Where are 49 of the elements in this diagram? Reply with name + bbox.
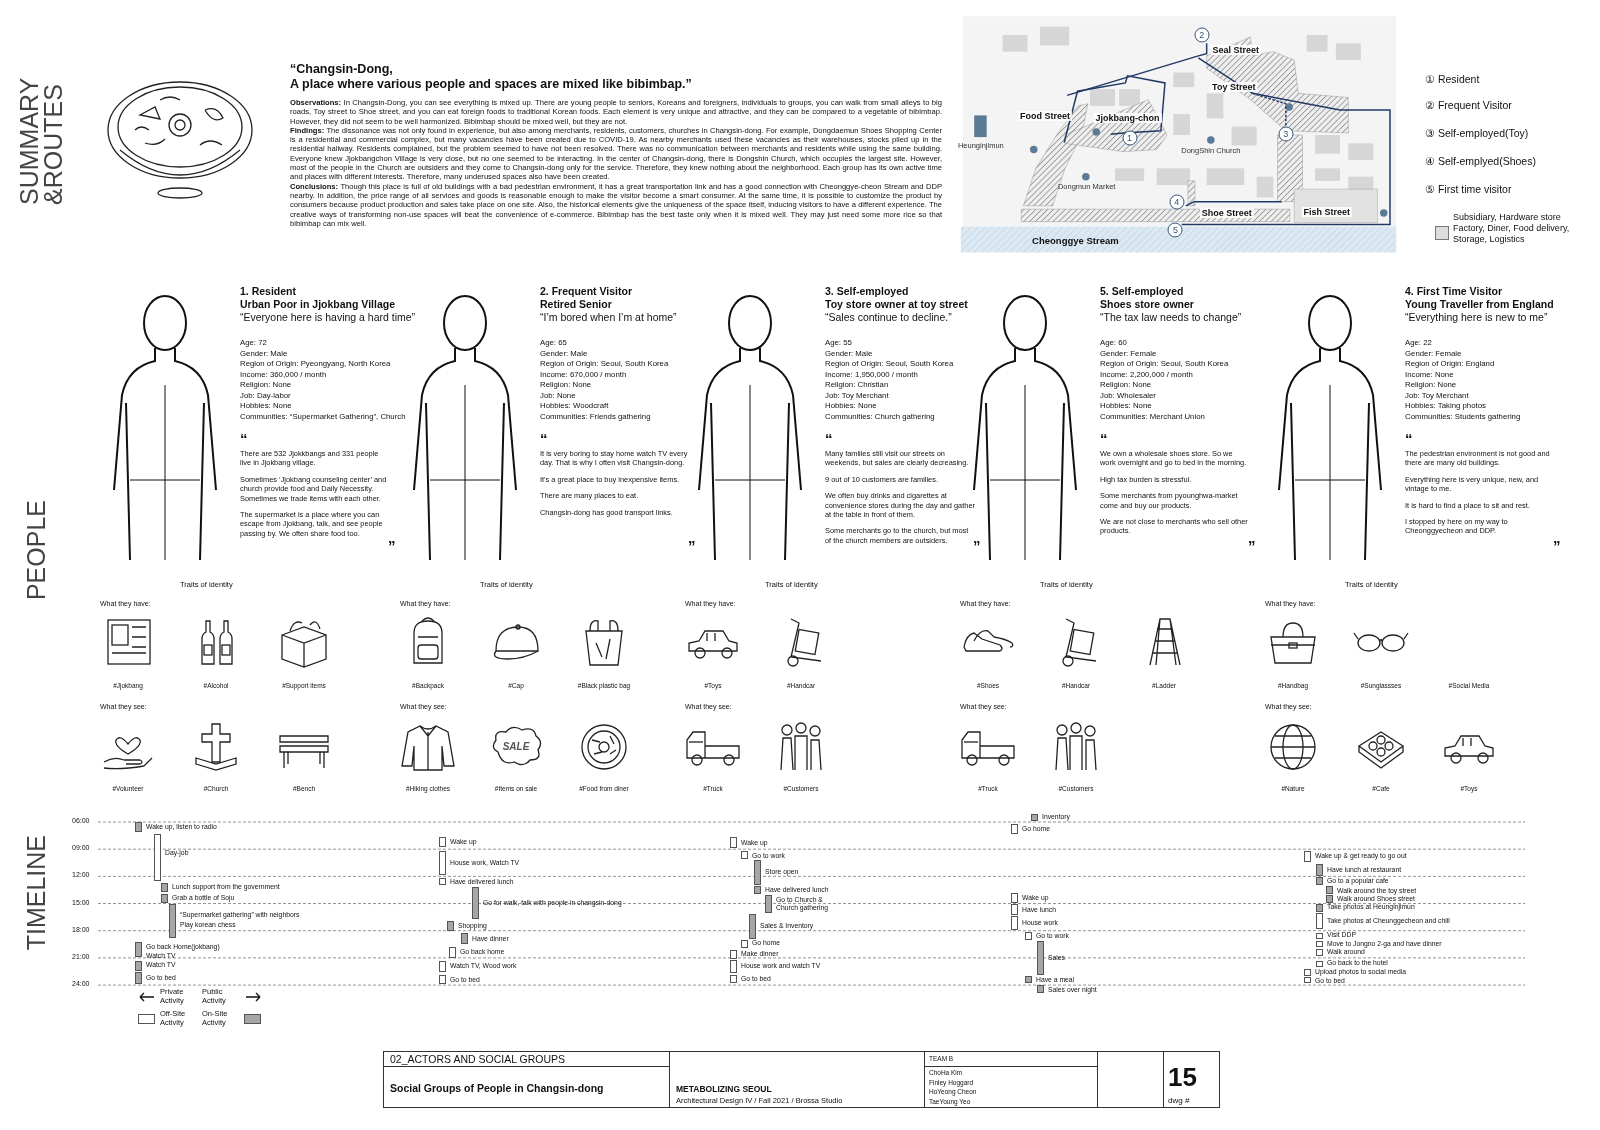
quote-mark: “: [1100, 430, 1108, 447]
legend-label: Subsidiary, Hardware store Factory, Diner, Food delivery, Storage, Logistics: [1453, 212, 1571, 245]
persona-quote: “Everything here is new to me”: [1405, 311, 1548, 323]
persona-subtitle: Shoes store owner: [1100, 298, 1194, 310]
persona-quote: “Sales continue to decline.”: [825, 311, 952, 323]
street-label: Fish Street: [1301, 207, 1352, 218]
route-legend-item: ③ Self-employed(Toy): [1425, 127, 1529, 139]
persona-quote: “The tax law needs to change”: [1100, 311, 1242, 323]
persona-subtitle: Toy store owner at toy street: [825, 298, 968, 310]
persona-title: 4. First Time Visitor: [1405, 285, 1503, 297]
sign-text: SALE: [502, 740, 530, 752]
quote-mark: “: [240, 430, 248, 447]
street-label: Seal Street: [1210, 45, 1262, 56]
sheet-label: 02_ACTORS AND SOCIAL GROUPS: [390, 1053, 566, 1065]
persona-title: 2. Frequent Visitor: [540, 285, 632, 297]
quote-mark: “: [1405, 430, 1413, 447]
quote-mark: ”: [973, 537, 981, 554]
route-legend-item: ⑤ First time visitor: [1425, 183, 1512, 195]
street-label: Food Street: [1018, 111, 1072, 122]
quote-mark: ”: [1248, 537, 1256, 554]
persona-title: 3. Self-employed: [825, 285, 909, 297]
sheet-title: Social Groups of People in Changsin-dong: [390, 1082, 604, 1094]
route-legend-item: ① Resident: [1425, 73, 1480, 85]
street-label: Shoe Street: [1199, 207, 1254, 218]
section-title: SUMMARY &ROUTES: [18, 80, 66, 205]
sheet-number-label: dwg #: [1168, 1096, 1190, 1105]
project-title: METABOLIZING SEOUL: [676, 1084, 772, 1094]
section-title: TIMELINE: [25, 835, 49, 951]
persona-subtitle: Young Traveller from England: [1405, 298, 1554, 310]
quote-mark: ”: [388, 537, 396, 554]
route-legend-item: ④ Self-emplyed(Shoes): [1425, 155, 1536, 167]
persona-quote: “Everyone here is having a hard time”: [240, 311, 416, 323]
persona-subtitle: Urban Poor in Jjokbang Village: [240, 298, 395, 310]
route-legend-item: ② Frequent Visitor: [1425, 99, 1512, 111]
heading: A place where various people and spaces are mixed like bibimbap.”: [290, 77, 692, 91]
quote-mark: ”: [688, 537, 696, 554]
persona-title: 1. Resident: [240, 285, 297, 297]
quote-mark: ”: [1553, 537, 1561, 554]
street-label: Jjokbang-chon: [1093, 112, 1162, 123]
street-label: Toy Street: [1210, 82, 1258, 93]
section-title: PEOPLE: [25, 500, 49, 601]
persona-subtitle: Retired Senior: [540, 298, 612, 310]
heading: “Changsin-Dong,: [290, 62, 393, 76]
quote-mark: “: [825, 430, 833, 447]
sheet-number: 15: [1168, 1062, 1197, 1093]
persona-quote: “I’m bored when I’m at home”: [540, 311, 677, 323]
river-label: Cheonggye Stream: [1032, 234, 1119, 246]
quote-mark: “: [540, 430, 548, 447]
persona-title: 5. Self-employed: [1100, 285, 1184, 297]
